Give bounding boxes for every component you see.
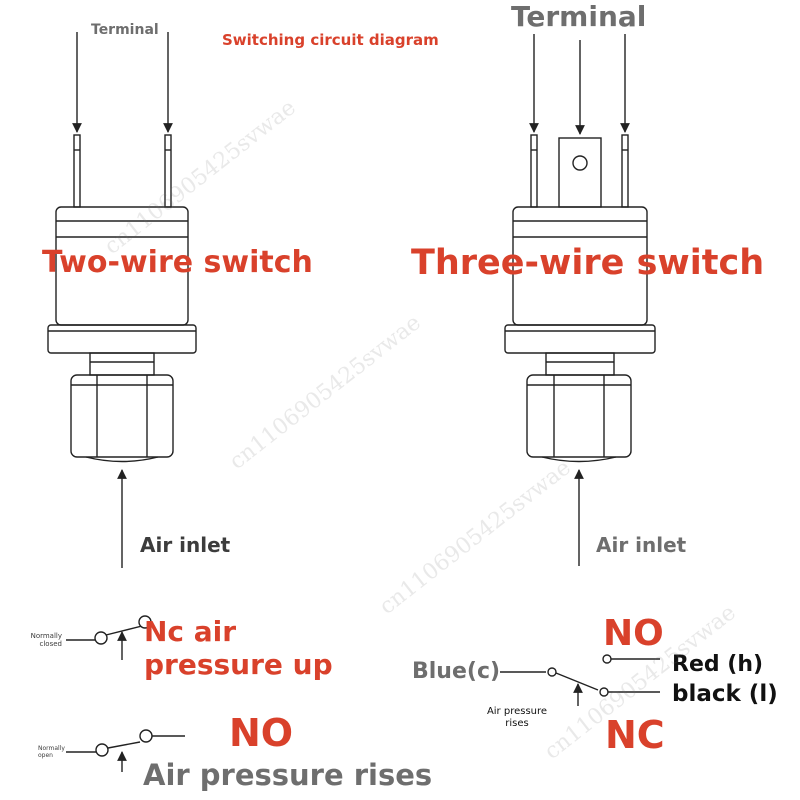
no-switch-symbol (66, 729, 185, 772)
air-inlet-label-left: Air inlet (140, 533, 231, 557)
no-label-right: NO (603, 613, 664, 654)
pin-left (73, 134, 81, 208)
no-switch-lever (107, 741, 141, 749)
nc-air-label: Nc air (144, 615, 237, 648)
hex-fitting (526, 374, 632, 458)
terminal-label-right: Terminal (511, 0, 647, 33)
red-h-label: Red (h) (672, 652, 764, 677)
changeover-switch-symbol (500, 654, 660, 706)
air-inlet-label-right: Air inlet (596, 533, 687, 557)
center-blade (558, 137, 602, 208)
sensor-flange (504, 324, 656, 354)
fitting-bottom (85, 456, 159, 463)
pin-left (530, 134, 538, 208)
blade-hole (572, 155, 588, 171)
diagram-title: Switching circuit diagram (222, 31, 439, 49)
pressure-up-label: pressure up (144, 648, 333, 681)
blue-c-label: Blue(c) (412, 659, 501, 684)
nc-switch-symbol (66, 615, 152, 660)
normally-closed-note: Normally closed (30, 632, 62, 649)
normally-open-note: Normally open (38, 745, 65, 760)
nc-label-right: NC (605, 713, 665, 757)
black-l-label: black (l) (672, 681, 778, 707)
no-label-left: NO (229, 711, 294, 755)
sensor-neck (89, 352, 155, 376)
three-wire-label: Three-wire switch (411, 243, 765, 283)
sensor-flange (47, 324, 197, 354)
pin-right (621, 134, 629, 208)
rises-line2: rises (505, 718, 529, 729)
three-wire-sensor (504, 34, 656, 566)
terminal-label-left: Terminal (91, 22, 159, 38)
two-wire-sensor (47, 32, 197, 568)
rises-line1: Air pressure (486, 706, 548, 717)
changeover-lever (555, 672, 599, 691)
sensor-neck (545, 352, 615, 376)
fitting-bottom (541, 456, 617, 463)
two-wire-label: Two-wire switch (42, 245, 313, 280)
hex-fitting (70, 374, 174, 458)
air-pressure-rises-label: Air pressure rises (143, 758, 433, 792)
air-pressure-rises-note: Air pressure rises (479, 706, 555, 730)
